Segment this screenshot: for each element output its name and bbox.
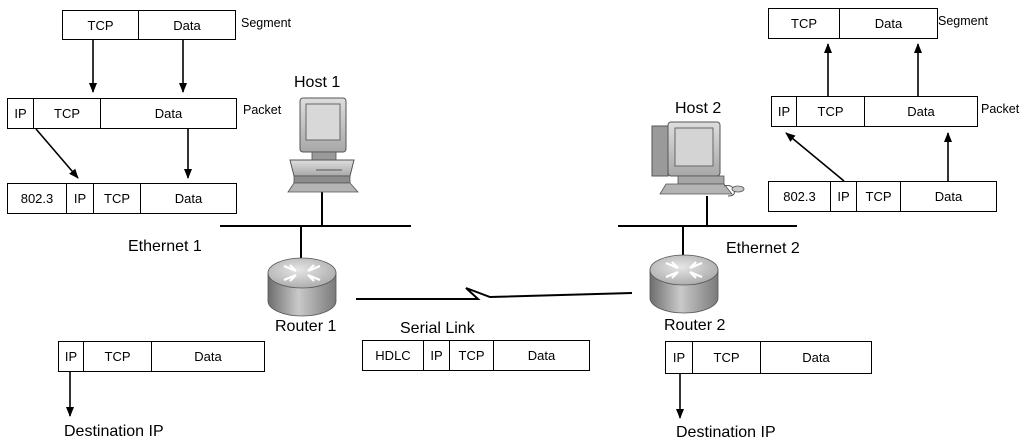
packet-header-router1: IP TCP Data (58, 341, 265, 372)
tcp-field: TCP (450, 341, 494, 370)
ip-field: IP (424, 341, 450, 370)
ethernet2-label: Ethernet 2 (726, 240, 800, 257)
serial-frame-header: HDLC IP TCP Data (362, 340, 590, 371)
frame-header-left: 802.3 IP TCP Data (7, 183, 237, 214)
ip-field: IP (8, 99, 34, 128)
data-field: Data (874, 16, 903, 31)
router-icon (649, 254, 719, 314)
tcp-field: TCP (857, 182, 901, 211)
destination-ip-label-left: Destination IP (64, 423, 164, 440)
data-field: Data (527, 348, 556, 363)
arrow-ip-to-frame-left (35, 128, 79, 179)
ip-field: IP (772, 97, 797, 126)
data-field: Data (907, 104, 935, 119)
frame-header-right: 802.3 IP TCP Data (768, 181, 997, 212)
packet-header-left: IP TCP Data (7, 98, 237, 129)
segment-header-left: TCP Data (62, 10, 236, 40)
host2-label: Host 2 (675, 100, 722, 117)
ethernet-field: 802.3 (8, 184, 67, 213)
tcp-field: TCP (84, 342, 152, 371)
data-field: Data (194, 349, 222, 364)
ip-field: IP (59, 342, 84, 371)
tcp-field: TCP (63, 11, 139, 39)
ip-field: IP (831, 182, 857, 211)
data-field: Data (802, 350, 830, 365)
tcp-field: TCP (693, 342, 761, 373)
packet-label-right: Packet (981, 102, 1020, 116)
destination-ip-label-right: Destination IP (676, 424, 776, 441)
ethernet-field: 802.3 (769, 182, 831, 211)
host1-label: Host 1 (294, 74, 341, 91)
hdlc-field: HDLC (363, 341, 424, 370)
tcp-field: TCP (797, 97, 865, 126)
data-field: Data (934, 189, 963, 204)
tcp-field: TCP (769, 9, 840, 38)
data-field: Data (154, 106, 183, 121)
router2-label: Router 2 (664, 317, 726, 334)
computer-icon (287, 97, 359, 193)
arrow-frame-to-ip-right (785, 132, 845, 182)
serial-link-label: Serial Link (400, 320, 475, 337)
data-field: Data (174, 191, 203, 206)
data-field: Data (173, 17, 201, 33)
packet-header-router2: IP TCP Data (665, 341, 872, 374)
router-icon (267, 257, 337, 317)
segment-label-left: Segment (241, 16, 292, 30)
tcp-field: TCP (34, 99, 101, 128)
serial-link-line (356, 287, 633, 300)
ethernet1-label: Ethernet 1 (128, 238, 202, 255)
packet-header-right: IP TCP Data (771, 96, 978, 127)
segment-label-right: Segment (938, 14, 989, 28)
computer-icon (651, 121, 745, 197)
ip-field: IP (67, 184, 94, 213)
ip-field: IP (666, 342, 693, 373)
router1-label: Router 1 (275, 318, 337, 335)
segment-header-right: TCP Data (768, 8, 938, 39)
packet-label-left: Packet (243, 103, 282, 117)
tcp-field: TCP (94, 184, 141, 213)
